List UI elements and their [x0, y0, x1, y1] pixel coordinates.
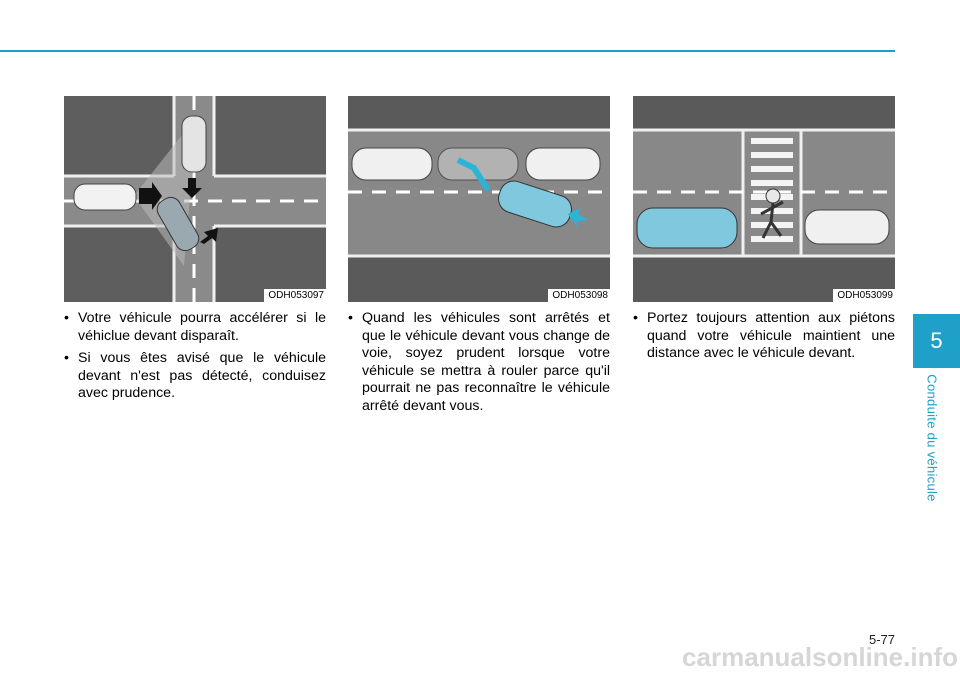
bullet-list: Votre véhicule pourra accélérer si le vé… [64, 310, 326, 403]
section-number: 5 [930, 328, 943, 353]
pedestrian-crossing-illustration [633, 96, 895, 302]
section-tab: 5 [913, 314, 960, 368]
watermark: carmanualsonline.info [682, 642, 958, 672]
bullet-item: Quand les véhicules sont arrêtés et que … [348, 310, 610, 416]
text-column-2: Quand les véhicules sont arrêtés et que … [348, 310, 610, 421]
figure-code: ODH053099 [833, 289, 895, 302]
figure-code: ODH053097 [264, 289, 326, 302]
bullet-item: Portez toujours attention aux piétons qu… [633, 310, 895, 363]
figure-intersection: ODH053097 [64, 96, 326, 302]
text-column-3: Portez toujours attention aux piétons qu… [633, 310, 895, 368]
text-column-1: Votre véhicule pourra accélérer si le vé… [64, 310, 326, 408]
figure-lane-change: ODH053098 [348, 96, 610, 302]
bullet-item: Votre véhicule pourra accélérer si le vé… [64, 310, 326, 345]
bullet-list: Portez toujours attention aux piétons qu… [633, 310, 895, 363]
figure-code: ODH053098 [548, 289, 610, 302]
page-number: 5-77 [868, 632, 895, 647]
top-rule [0, 50, 895, 52]
bullet-list: Quand les véhicules sont arrêtés et que … [348, 310, 610, 416]
intersection-illustration [64, 96, 326, 302]
lane-change-illustration [348, 96, 610, 302]
section-side-label: Conduite du véhicule [918, 368, 946, 518]
bullet-item: Si vous êtes avisé que le véhicule devan… [64, 350, 326, 403]
figure-pedestrian: ODH053099 [633, 96, 895, 302]
section-title: Conduite du véhicule [924, 374, 940, 502]
